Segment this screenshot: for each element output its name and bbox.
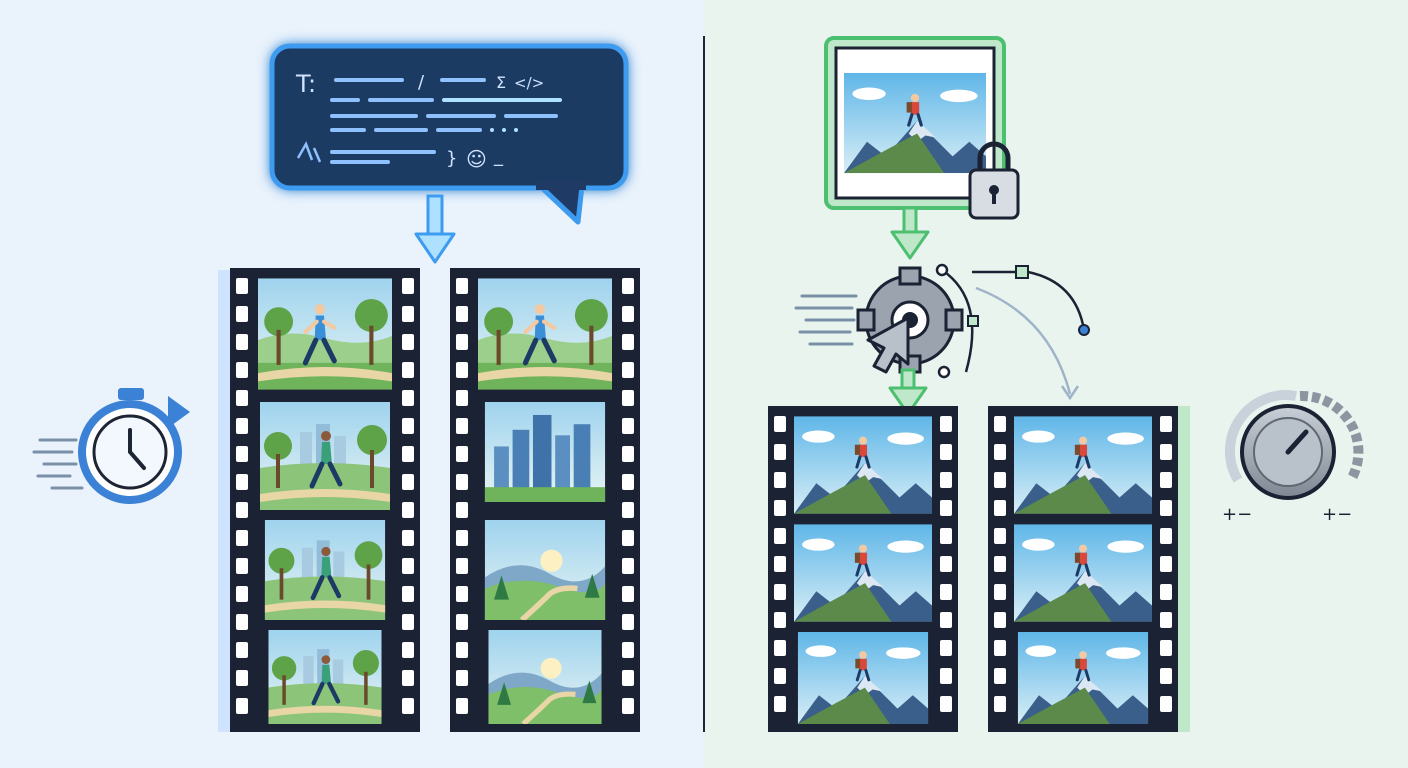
filmstrip-right-2 [988,406,1190,732]
arrow-down-green [888,368,928,416]
filmstrip-right-1 [768,406,958,732]
text-icon: T: [295,70,316,98]
frame-city-skyline [485,402,605,502]
cursor-underscore: _ [493,146,504,167]
lock-icon [968,141,1020,220]
gear-cursor-icon [794,263,979,379]
frame-hills-landscape [488,630,601,724]
dial-knob-icon: +− +− [1222,390,1364,525]
arrow-down-blue [414,194,456,264]
knob-increase-label: +− [1322,504,1352,525]
frame-hiker-summit [794,524,932,621]
frame-runner-park [478,278,612,389]
sketch-icon [296,141,322,163]
frame-runner-city-park [268,630,381,724]
frame-runner-city-park [260,402,390,510]
knob-decrease-label: +− [1222,504,1252,525]
stopwatch-icon [32,388,190,504]
slash-glyph: / [418,72,425,93]
sigma-glyph: Σ [496,73,506,92]
frame-hills-landscape [485,520,605,620]
frame-hiker-summit [798,632,928,724]
frame-hiker-summit [1018,632,1148,724]
code-glyph: </> [514,74,544,92]
locked-reference-image [824,36,1020,220]
smile-icon: ☺ [466,147,487,171]
frame-hiker-summit [1014,416,1152,513]
frame-runner-park [258,278,392,389]
frame-hiker-summit [1014,524,1152,621]
frame-runner-city-park [265,520,385,620]
frame-hiker-summit [794,416,932,513]
center-divider [703,36,705,732]
arrow-down-green [890,206,930,260]
filmstrip-left-2 [450,268,640,732]
curve-connector [972,265,1090,401]
text-prompt-bubble: T: / Σ </> } ☺ _ [269,43,629,225]
filmstrip-left-1 [218,268,420,732]
brace-glyph: } [446,148,457,169]
